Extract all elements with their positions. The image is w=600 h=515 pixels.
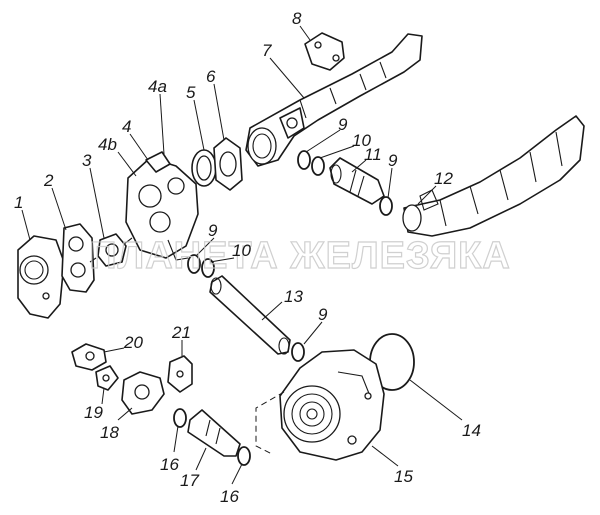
- part-13-pipe: [209, 275, 291, 355]
- callout-4a: 4a: [148, 77, 167, 96]
- part-5-gasket: [191, 149, 217, 187]
- ring-10-lower-left: [201, 258, 215, 278]
- callout-4: 4: [122, 117, 131, 136]
- ring-9-lower-left: [187, 254, 201, 274]
- ring-16-upper: [173, 408, 187, 428]
- callout-9-right: 9: [388, 151, 398, 170]
- dashed-bracket: [255, 391, 285, 455]
- callout-18: 18: [100, 423, 119, 442]
- ring-16-lower: [237, 446, 251, 466]
- callout-15: 15: [394, 467, 413, 486]
- watermark-text: ПЛАНЕТА ЖЕЛЕЗЯКА: [89, 235, 511, 277]
- callout-10-left: 10: [232, 241, 251, 260]
- callout-14: 14: [462, 421, 481, 440]
- callout-9-left: 9: [208, 221, 218, 240]
- callout-1: 1: [14, 193, 23, 212]
- callout-11: 11: [364, 145, 382, 164]
- callout-13: 13: [284, 287, 303, 306]
- part-20-fitting: [71, 343, 107, 371]
- callout-12: 12: [434, 169, 453, 188]
- part-17-pipe: [187, 409, 241, 457]
- callout-4b: 4b: [98, 135, 117, 154]
- callout-5: 5: [186, 83, 196, 102]
- callout-20: 20: [123, 333, 143, 352]
- callout-2: 2: [43, 171, 54, 190]
- part-8-gasket: [304, 32, 345, 71]
- part-7-manifold: [245, 33, 423, 167]
- callout-3: 3: [82, 151, 92, 170]
- part-6-flange: [213, 137, 243, 191]
- callout-16-lower: 16: [220, 487, 239, 506]
- ring-9-upper: [297, 150, 311, 170]
- leader-lines: [21, 25, 463, 485]
- callout-9-lower: 9: [318, 305, 328, 324]
- part-1-cover: [17, 235, 65, 319]
- ring-9-right: [379, 196, 393, 216]
- ring-9-lower: [291, 342, 305, 362]
- callout-9-upper: 9: [338, 115, 348, 134]
- part-21-bracket: [167, 355, 193, 393]
- callout-labels: 1 2 3 4b 4 4a 5 6 7 8 9 10 11 9 12 9 10 …: [14, 9, 481, 506]
- callout-17: 17: [180, 471, 199, 490]
- part-12-exhaust-manifold: [402, 115, 585, 237]
- callout-10-upper: 10: [352, 131, 371, 150]
- callout-8: 8: [292, 9, 302, 28]
- callout-7: 7: [262, 41, 272, 60]
- ring-10-upper: [311, 156, 325, 176]
- callout-19: 19: [84, 403, 103, 422]
- callout-6: 6: [206, 67, 216, 86]
- part-11-pipe: [329, 157, 385, 205]
- part-4-housing: [125, 151, 199, 261]
- part-3-thermostat: [89, 233, 133, 267]
- part-2-gasket: [61, 223, 95, 293]
- part-19-clamp: [95, 365, 119, 391]
- part-15-water-pump: [279, 349, 385, 461]
- callout-21: 21: [171, 323, 191, 342]
- part-18-housing: [121, 371, 165, 415]
- callout-16-upper: 16: [160, 455, 179, 474]
